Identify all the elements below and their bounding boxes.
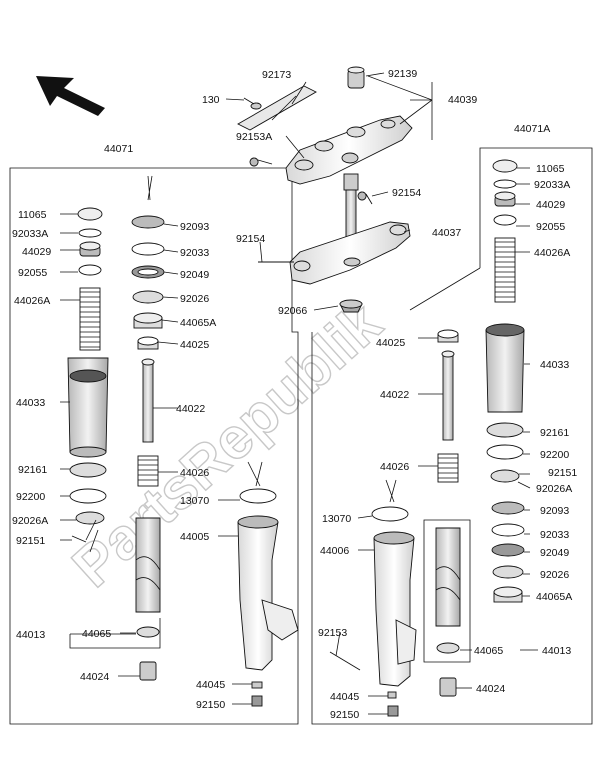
label-92033A-right: 92033A xyxy=(534,179,570,191)
upper-bracket xyxy=(237,66,413,185)
label-92093-left: 92093 xyxy=(180,221,209,233)
label-92026A-left: 92026A xyxy=(12,515,48,527)
label-92139: 92139 xyxy=(388,68,417,80)
label-44025-right: 44025 xyxy=(376,337,405,349)
label-92093-right: 92093 xyxy=(540,505,569,517)
label-92033A-left: 92033A xyxy=(12,228,48,240)
label-44022-right: 44022 xyxy=(380,389,409,401)
label-92049-left: 92049 xyxy=(180,269,209,281)
label-44005: 44005 xyxy=(180,531,209,543)
label-44065A-right: 44065A xyxy=(536,591,572,603)
label-92150-right: 92150 xyxy=(330,709,359,721)
label-44029-left: 44029 xyxy=(22,246,51,258)
right-fork-parts xyxy=(329,159,525,717)
label-92161-right: 92161 xyxy=(540,427,569,439)
label-44026A-right: 44026A xyxy=(534,247,570,259)
part-labels: 92173 92139 130 44039 92153A 92154 92154… xyxy=(12,68,577,721)
label-44033-left: 44033 xyxy=(16,397,45,409)
label-44022-left: 44022 xyxy=(176,403,205,415)
label-92154-a: 92154 xyxy=(392,187,421,199)
label-92055-right: 92055 xyxy=(536,221,565,233)
label-92200-left: 92200 xyxy=(16,491,45,503)
label-92173: 92173 xyxy=(262,69,291,81)
right-spring xyxy=(494,237,516,303)
label-92055-left: 92055 xyxy=(18,267,47,279)
label-92033-left: 92033 xyxy=(180,247,209,259)
label-44024-left: 44024 xyxy=(80,671,109,683)
label-44065A-left: 44065A xyxy=(180,317,216,329)
label-44013-left: 44013 xyxy=(16,629,45,641)
label-44026-left: 44026 xyxy=(180,467,209,479)
label-44029-right: 44029 xyxy=(536,199,565,211)
label-92066: 92066 xyxy=(278,305,307,317)
label-44006: 44006 xyxy=(320,545,349,557)
label-92154-b: 92154 xyxy=(236,233,265,245)
stem-lower-bracket xyxy=(258,173,411,313)
right-rebound-spring xyxy=(437,453,459,483)
front-direction-arrow-icon xyxy=(36,76,105,116)
label-13070-left: 13070 xyxy=(180,495,209,507)
label-11065-right: 11065 xyxy=(536,163,565,175)
label-130: 130 xyxy=(202,94,220,106)
left-fork-parts xyxy=(67,175,299,707)
label-44065-right: 44065 xyxy=(474,645,503,657)
label-92151-left: 92151 xyxy=(16,535,45,547)
label-44033-right: 44033 xyxy=(540,359,569,371)
left-rebound-spring xyxy=(137,455,159,487)
label-11065-left: 11065 xyxy=(18,209,47,221)
label-92033-right: 92033 xyxy=(540,529,569,541)
label-92026A-right: 92026A xyxy=(536,483,572,495)
label-92161-left: 92161 xyxy=(18,464,47,476)
label-44013-right: 44013 xyxy=(542,645,571,657)
label-92153A: 92153A xyxy=(236,131,272,143)
label-13070-right: 13070 xyxy=(322,513,351,525)
label-44024-right: 44024 xyxy=(476,683,505,695)
label-92026-left: 92026 xyxy=(180,293,209,305)
label-44045-right: 44045 xyxy=(330,691,359,703)
label-92153-right: 92153 xyxy=(318,627,347,639)
label-92151-right: 92151 xyxy=(548,467,577,479)
label-92200-right: 92200 xyxy=(540,449,569,461)
label-44039: 44039 xyxy=(448,94,477,106)
label-44026A-left: 44026A xyxy=(14,295,50,307)
leader-lines xyxy=(60,72,538,715)
label-44037: 44037 xyxy=(432,227,461,239)
label-92026-right: 92026 xyxy=(540,569,569,581)
right-assembly-frame xyxy=(311,147,593,725)
label-92150-left: 92150 xyxy=(196,699,225,711)
label-44071: 44071 xyxy=(104,143,133,155)
label-44025-left: 44025 xyxy=(180,339,209,351)
label-44026-right: 44026 xyxy=(380,461,409,473)
label-44065-left: 44065 xyxy=(82,628,111,640)
label-44045-left: 44045 xyxy=(196,679,225,691)
left-spring xyxy=(79,287,101,351)
label-44071A: 44071A xyxy=(514,123,550,135)
label-92049-right: 92049 xyxy=(540,547,569,559)
